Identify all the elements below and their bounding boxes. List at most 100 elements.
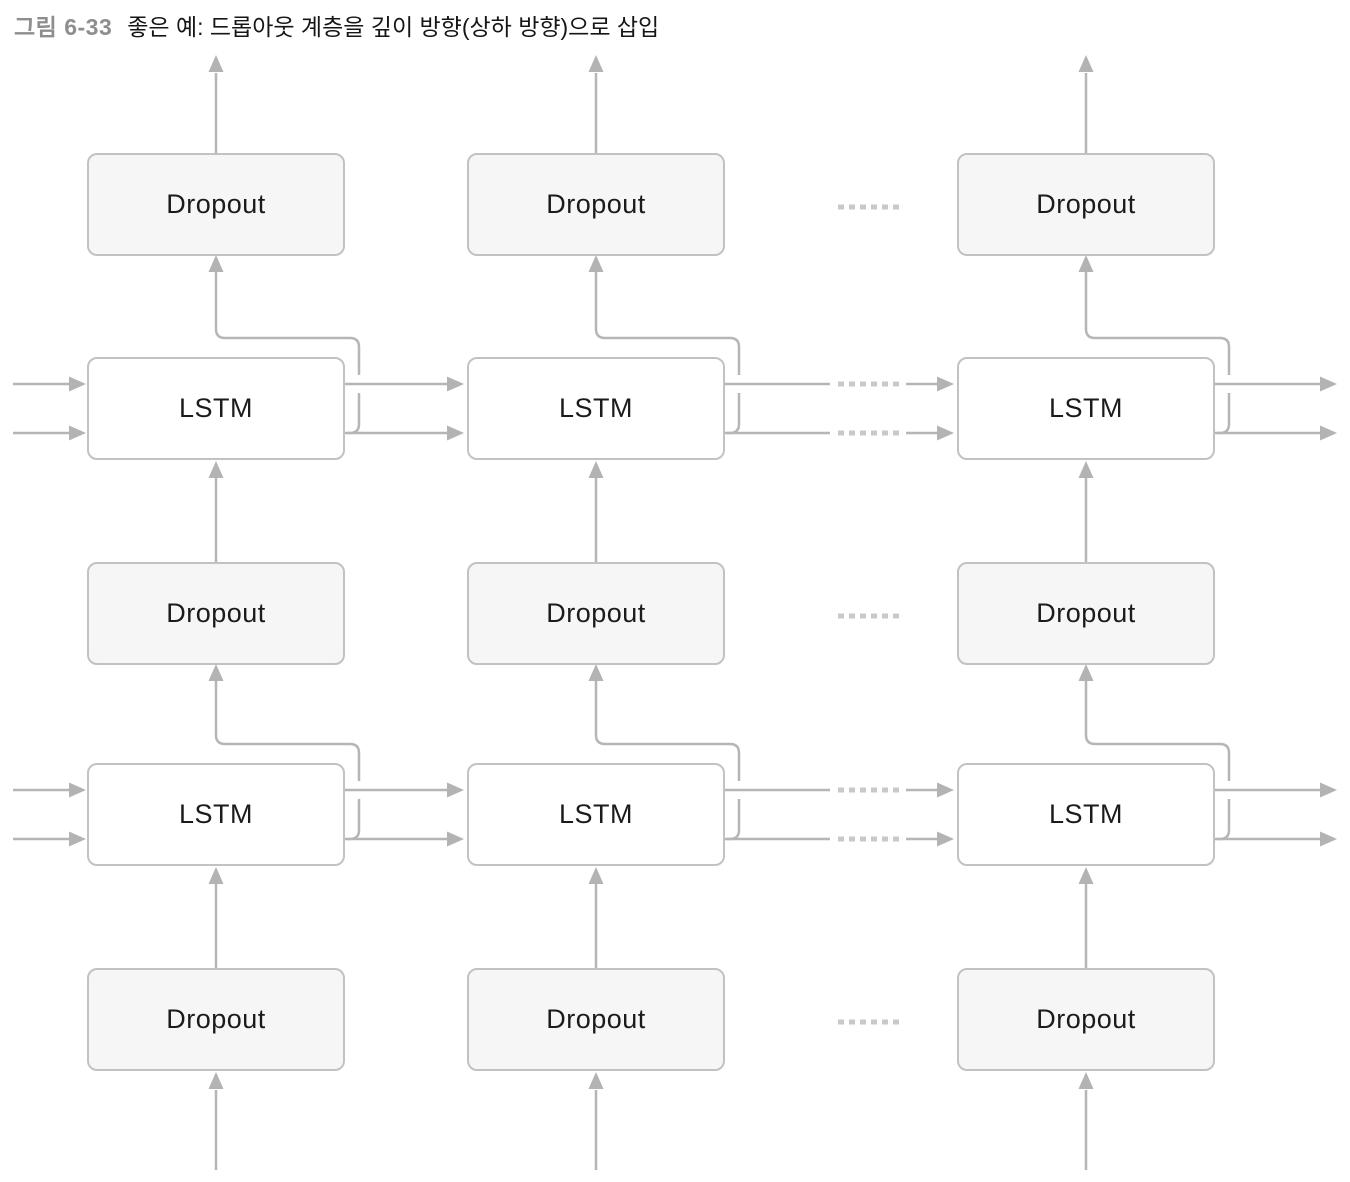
ellipsis-dot (838, 430, 844, 436)
ellipsis-dot (838, 204, 844, 210)
arrowhead-right (69, 831, 86, 847)
arrowhead-right (937, 831, 954, 847)
arrowhead-right (937, 782, 954, 798)
arrowhead-right (447, 425, 464, 441)
ellipsis-dot (893, 430, 899, 436)
ellipsis-dot (871, 613, 877, 619)
ellipsis-dot (871, 1019, 877, 1025)
figure-title: 그림 6-33 좋은 예: 드롭아웃 계층을 깊이 방향(상하 방향)으로 삽입 (14, 8, 659, 42)
node-label: Dropout (166, 189, 266, 219)
node-label: Dropout (166, 598, 266, 628)
arrowhead-right (937, 425, 954, 441)
ellipsis-dot (860, 430, 866, 436)
ellipsis-dot (849, 787, 855, 793)
arrowhead-right (69, 376, 86, 392)
arrowhead-up (588, 664, 604, 681)
ellipsis-dot (882, 787, 888, 793)
ellipsis-dot (860, 381, 866, 387)
arrowhead-up (588, 1072, 604, 1089)
ellipsis-dot (849, 836, 855, 842)
figure-caption: 좋은 예: 드롭아웃 계층을 깊이 방향(상하 방향)으로 삽입 (127, 14, 660, 40)
ellipsis-dot (882, 613, 888, 619)
ellipsis-dot (893, 204, 899, 210)
arrowhead-up (208, 1072, 224, 1089)
ellipsis-dot (871, 430, 877, 436)
arrowhead-right (937, 376, 954, 392)
ellipsis-dot (893, 836, 899, 842)
ellipsis-dot (893, 1019, 899, 1025)
node-label: Dropout (1036, 1004, 1136, 1034)
ellipsis-dot (871, 204, 877, 210)
node-label: Dropout (546, 1004, 646, 1034)
node-label: Dropout (1036, 189, 1136, 219)
ellipsis-dot (860, 787, 866, 793)
node-dropout-row1-col1: Dropout (87, 153, 345, 256)
ellipsis-dot (882, 430, 888, 436)
arrowhead-right (69, 425, 86, 441)
arrowhead-right (447, 376, 464, 392)
node-label: LSTM (1048, 393, 1123, 423)
arrowhead-up (208, 55, 224, 72)
ellipsis-dot (860, 613, 866, 619)
arrowhead-right (69, 782, 86, 798)
node-label: LSTM (178, 393, 253, 423)
arrowhead-up (208, 664, 224, 681)
arrowhead-up (1078, 1072, 1094, 1089)
ellipsis-dot (882, 204, 888, 210)
node-label: Dropout (546, 189, 646, 219)
node-label: LSTM (558, 393, 633, 423)
ellipsis-dot (882, 381, 888, 387)
arrowhead-up (1078, 255, 1094, 272)
node-lstm-row4-col2: LSTM (467, 763, 725, 866)
node-dropout-row1-col2: Dropout (467, 153, 725, 256)
node-dropout-row5-col3: Dropout (957, 968, 1215, 1071)
arrowhead-up (208, 867, 224, 884)
node-label: LSTM (1048, 799, 1123, 829)
node-dropout-row3-col2: Dropout (467, 562, 725, 665)
ellipsis-dot (860, 1019, 866, 1025)
ellipsis-dot (838, 787, 844, 793)
ellipsis-dot (871, 381, 877, 387)
node-label: Dropout (166, 1004, 266, 1034)
ellipsis-dot (849, 613, 855, 619)
arrowhead-right (1320, 376, 1337, 392)
arrowhead-up (588, 461, 604, 478)
node-dropout-row3-col1: Dropout (87, 562, 345, 665)
arrowhead-right (1320, 831, 1337, 847)
ellipsis-dot (838, 836, 844, 842)
node-dropout-row3-col3: Dropout (957, 562, 1215, 665)
arrowhead-right (447, 782, 464, 798)
arrowhead-up (1078, 461, 1094, 478)
node-label: Dropout (1036, 598, 1136, 628)
arrowhead-right (1320, 425, 1337, 441)
arrowhead-up (588, 55, 604, 72)
ellipsis-dot (849, 204, 855, 210)
ellipsis-dot (849, 430, 855, 436)
ellipsis-dot (838, 1019, 844, 1025)
node-dropout-row5-col1: Dropout (87, 968, 345, 1071)
ellipsis-dot (882, 1019, 888, 1025)
wire (1084, 681, 1231, 841)
wire (214, 681, 361, 841)
node-label: Dropout (546, 598, 646, 628)
ellipsis-dot (849, 1019, 855, 1025)
ellipsis-dot (838, 613, 844, 619)
ellipsis-dot (838, 381, 844, 387)
ellipsis-dot (860, 836, 866, 842)
wire (594, 272, 741, 435)
arrowhead-up (588, 867, 604, 884)
wire (594, 681, 741, 841)
ellipsis-dot (849, 381, 855, 387)
ellipsis-dot (871, 836, 877, 842)
figure-label: 그림 6-33 (14, 14, 113, 40)
arrowhead-up (1078, 867, 1094, 884)
node-lstm-row2-col3: LSTM (957, 357, 1215, 460)
arrowhead-up (208, 461, 224, 478)
ellipsis-dot (860, 204, 866, 210)
wire (214, 272, 361, 435)
node-lstm-row4-col3: LSTM (957, 763, 1215, 866)
ellipsis-dot (893, 381, 899, 387)
arrowhead-up (208, 255, 224, 272)
